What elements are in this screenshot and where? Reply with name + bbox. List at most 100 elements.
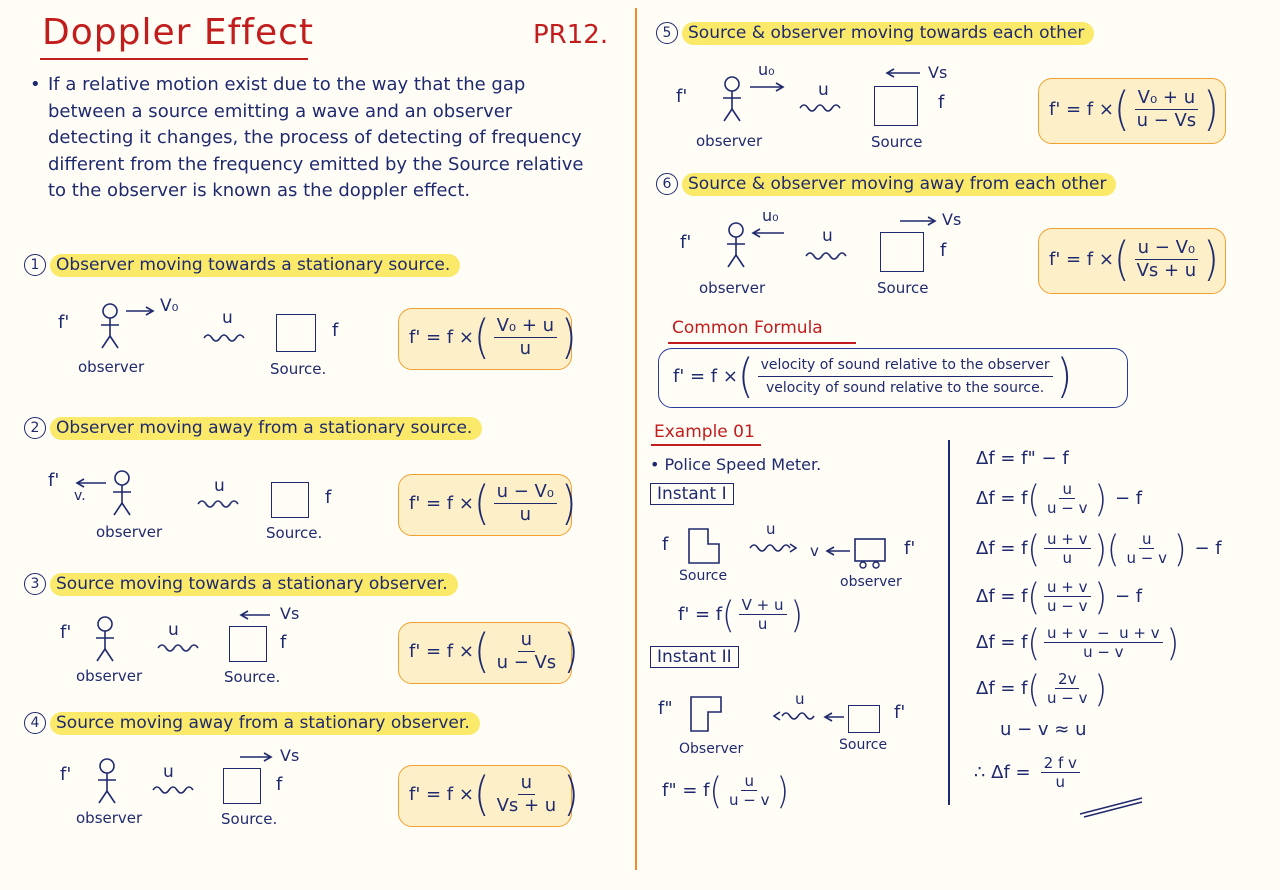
observer-figure bbox=[97, 758, 117, 804]
example-heading: Example 01 bbox=[654, 422, 755, 442]
formula-lhs: f' = f × bbox=[1049, 99, 1114, 120]
wave-speed: u bbox=[818, 80, 829, 100]
observer-figure bbox=[726, 222, 746, 268]
paren-open: ( bbox=[473, 311, 490, 364]
formula-denominator: u bbox=[519, 504, 531, 525]
source-label: Source bbox=[679, 568, 728, 584]
paren-open: ( bbox=[1027, 666, 1040, 711]
source-label: Source bbox=[871, 133, 923, 151]
case-number: 4 bbox=[24, 712, 46, 734]
derivation-step-7: u − v ≈ u bbox=[1000, 719, 1087, 740]
arrow-left-icon bbox=[75, 478, 106, 488]
f-prime-label: f' bbox=[676, 86, 688, 107]
formula-denominator: u bbox=[519, 338, 531, 359]
equation-lhs: f' = f bbox=[678, 604, 723, 625]
paren-open: ( bbox=[1027, 574, 1040, 619]
observer-label: observer bbox=[78, 358, 145, 376]
paren-open: ( bbox=[1113, 83, 1130, 136]
source-label: Source. bbox=[224, 668, 281, 686]
case-heading-text: Source & observer moving towards each ot… bbox=[682, 21, 1095, 45]
observer-figure bbox=[100, 303, 120, 349]
formula-denominator: velocity of sound relative to the source… bbox=[765, 380, 1045, 396]
step-denominator: u − v bbox=[1047, 689, 1088, 707]
example-bullet-text: Police Speed Meter. bbox=[664, 455, 822, 474]
wave-speed: u bbox=[822, 226, 833, 246]
bullet-icon: • bbox=[30, 74, 41, 95]
arrow-left-icon bbox=[239, 610, 270, 620]
equation-numerator: V + u bbox=[738, 596, 787, 615]
step-denominator: u − v bbox=[1126, 549, 1167, 567]
paren-open: ( bbox=[722, 592, 735, 637]
f-prime-label: f' bbox=[904, 538, 916, 559]
source-label: Source bbox=[877, 279, 929, 297]
equation-denominator: u − v bbox=[728, 791, 770, 809]
intro-text: If a relative motion exist due to the wa… bbox=[48, 74, 584, 201]
formula-numerator: u bbox=[517, 772, 536, 795]
f-prime-label: f' bbox=[60, 764, 72, 785]
source-label: Source. bbox=[270, 360, 327, 378]
formula-lhs: f' = f × bbox=[409, 784, 474, 805]
source-box bbox=[223, 768, 261, 804]
source-label: Source. bbox=[266, 524, 323, 542]
source-velocity: Vs bbox=[942, 210, 962, 229]
step-tail: − f bbox=[1194, 538, 1222, 559]
f-prime-label: f' bbox=[894, 702, 906, 723]
paren-close: ) bbox=[790, 592, 803, 637]
formula-numerator: V₀ + u bbox=[1134, 87, 1199, 110]
step-tail: − f bbox=[1114, 586, 1143, 607]
wave-speed: u bbox=[168, 620, 179, 640]
formula-denominator: u − Vs bbox=[1136, 110, 1197, 131]
paren-close: ) bbox=[563, 768, 579, 821]
formula-lhs: f' = f × bbox=[409, 327, 474, 348]
result-denominator: u bbox=[1055, 773, 1066, 791]
paren-close: ) bbox=[561, 477, 577, 530]
step-denominator: u − v bbox=[1047, 499, 1088, 517]
step-denominator: u − v bbox=[1047, 597, 1088, 615]
source-frequency: f bbox=[325, 487, 332, 508]
case-heading-text: Observer moving towards a stationary sou… bbox=[50, 253, 461, 277]
result-numerator: 2 f v bbox=[1040, 754, 1080, 773]
observer-figure bbox=[722, 76, 742, 122]
paren-close: ) bbox=[1166, 620, 1180, 665]
arrow-right-icon bbox=[750, 82, 785, 92]
step-lhs: Δf = f bbox=[976, 678, 1028, 699]
source-velocity: Vs bbox=[280, 604, 300, 623]
double-underline bbox=[1079, 797, 1143, 818]
case-number: 3 bbox=[24, 573, 46, 595]
frequency-f: f bbox=[662, 534, 669, 555]
common-formula-heading: Common Formula bbox=[672, 318, 823, 338]
source-frequency: f bbox=[280, 632, 287, 653]
derivation-divider bbox=[948, 440, 950, 805]
observer-label: observer bbox=[96, 523, 163, 541]
observer-velocity: u₀ bbox=[762, 206, 779, 225]
equation-denominator: u bbox=[757, 615, 768, 633]
observer-velocity: V₀ bbox=[160, 296, 179, 316]
paren-close: ) bbox=[776, 768, 789, 813]
heading-underline bbox=[651, 444, 761, 446]
observer-label: observer bbox=[76, 667, 143, 685]
case-number: 1 bbox=[24, 254, 46, 276]
intro-paragraph: • If a relative motion exist due to the … bbox=[30, 72, 590, 232]
step-lhs: Δf = f bbox=[976, 488, 1028, 509]
source-frequency: f bbox=[940, 240, 947, 261]
step-numerator: u + v bbox=[1044, 578, 1091, 597]
source-box bbox=[880, 232, 924, 272]
arrow-left-icon bbox=[823, 712, 844, 722]
step-numerator: 2v bbox=[1055, 670, 1080, 689]
example-bullet: • Police Speed Meter. bbox=[650, 455, 822, 474]
arrow-right-icon bbox=[126, 306, 155, 316]
result-lhs: ∴ Δf = bbox=[974, 762, 1031, 783]
wave-icon bbox=[805, 252, 847, 260]
formula-denominator: u − Vs bbox=[496, 652, 557, 673]
f-prime-label: f' bbox=[48, 470, 60, 491]
wave-speed: u bbox=[766, 520, 776, 538]
